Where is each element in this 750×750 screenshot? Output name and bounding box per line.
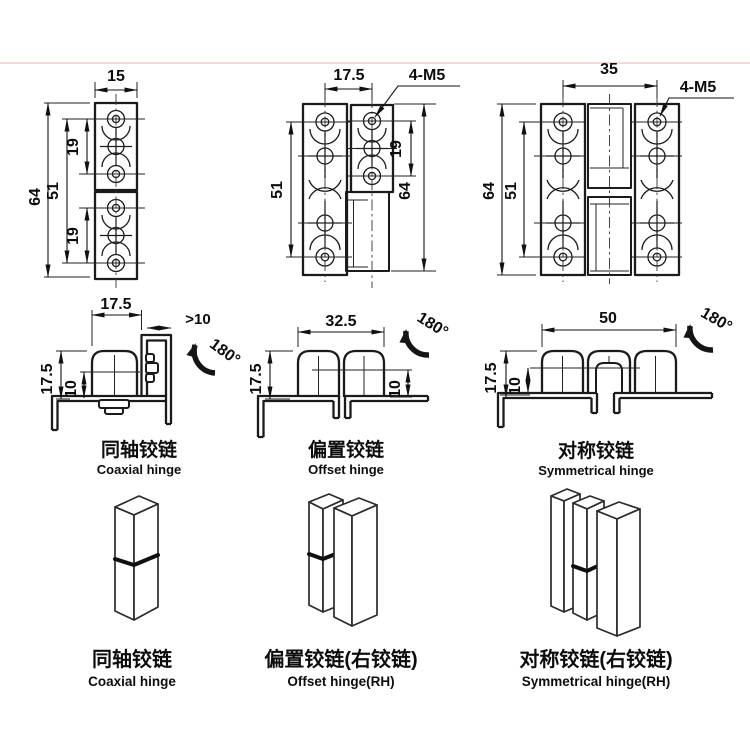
offset-product-label-cn: 偏置铰链(右铰链) — [264, 647, 417, 671]
dim-offset-inner-height: 51 — [269, 181, 286, 199]
offset-rotation-label: 180° — [414, 309, 451, 341]
dim-offset-top-width: 17.5 — [333, 67, 364, 84]
dim-coaxial-total-height: 64 — [27, 188, 44, 206]
symmetrical-top-view: 35 4-M5 64 51 — [481, 61, 734, 284]
coaxial-type-label-cn: 同轴铰链 — [101, 438, 177, 461]
offset-product-label-en: Offset hinge(RH) — [287, 674, 394, 689]
dim-coaxial-top-width: 15 — [107, 68, 125, 85]
coaxial-type-label-en: Coaxial hinge — [97, 462, 182, 477]
coaxial-product-label-cn: 同轴铰链 — [92, 647, 173, 671]
dim-coaxial-hole-span-bottom: 19 — [65, 227, 82, 245]
coaxial-rotation-label: 180° — [206, 336, 243, 369]
offset-3d-view — [307, 493, 378, 627]
dim-coaxial-min-clearance: >10 — [185, 311, 210, 328]
symmetrical-product-label-en: Symmetrical hinge(RH) — [522, 674, 671, 689]
coaxial-3d-view — [113, 495, 160, 621]
dim-symmetrical-side-width: 50 — [599, 310, 617, 327]
symmetrical-thread-callout: 4-M5 — [680, 79, 717, 96]
dim-offset-total-height: 64 — [397, 182, 414, 200]
offset-side-view: 32.5 180° 17.5 10 偏置铰链 Offset hinge — [248, 309, 451, 477]
dim-symmetrical-side-height: 17.5 — [483, 362, 500, 393]
offset-top-view: 17.5 4-M5 19 51 64 — [269, 67, 460, 288]
symmetrical-type-label-cn: 对称铰链 — [558, 439, 634, 462]
symmetrical-product-label-cn: 对称铰链(右铰链) — [519, 647, 672, 671]
dim-symmetrical-total-height: 64 — [481, 182, 498, 200]
coaxial-product-label-en: Coaxial hinge — [88, 674, 176, 689]
offset-type-label-en: Offset hinge — [308, 462, 384, 477]
dim-symmetrical-top-width: 35 — [600, 61, 618, 78]
offset-type-label-cn: 偏置铰链 — [308, 438, 384, 461]
offset-thread-callout: 4-M5 — [409, 67, 446, 84]
dim-coaxial-inner-height: 51 — [45, 182, 62, 200]
dim-offset-side-height: 17.5 — [248, 363, 265, 394]
dim-coaxial-side-inner: 10 — [63, 380, 80, 398]
dim-coaxial-side-height: 17.5 — [39, 363, 56, 394]
dim-offset-hole-span: 19 — [388, 140, 405, 158]
coaxial-top-view: 15 64 51 19 19 — [27, 68, 145, 288]
symmetrical-rotation-label: 180° — [698, 304, 735, 335]
dim-offset-side-width: 32.5 — [325, 313, 356, 330]
coaxial-side-view: 17.5 >10 180° 17.5 10 同轴铰链 Coaxial hinge — [39, 296, 243, 477]
symmetrical-side-view: 50 180° 17.5 10 对称铰链 Symmetrical hinge — [483, 304, 735, 478]
dim-coaxial-hole-span-top: 19 — [65, 138, 82, 156]
dim-coaxial-side-width: 17.5 — [100, 296, 131, 313]
dim-offset-side-inner: 10 — [387, 380, 404, 398]
symmetrical-3d-view — [550, 488, 641, 637]
product-labels: 同轴铰链 Coaxial hinge 偏置铰链(右铰链) Offset hing… — [88, 647, 673, 689]
dim-symmetrical-side-inner: 10 — [507, 377, 524, 395]
dim-symmetrical-inner-height: 51 — [503, 182, 520, 200]
symmetrical-type-label-en: Symmetrical hinge — [538, 463, 654, 478]
